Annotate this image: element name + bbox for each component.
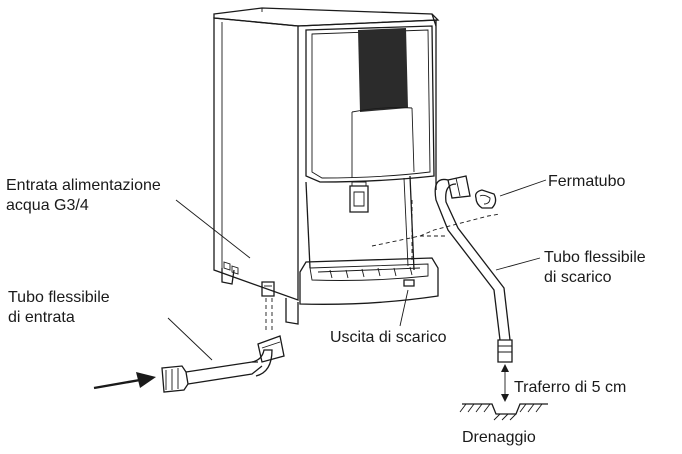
- leader-lines: [167, 179, 547, 361]
- drain-hose: [434, 175, 513, 363]
- label-air-gap: Traferro di 5 cm: [514, 379, 627, 396]
- label-drain-hose: Tubo flessibile di scarico: [544, 248, 646, 288]
- water-inlet-fitting: [261, 281, 275, 330]
- drip-tray: [299, 257, 439, 305]
- label-water-inlet-line1: Entrata alimentazione: [6, 177, 161, 194]
- dispenser-cabinet: [213, 7, 440, 301]
- label-drain-hose-line1: Tubo flessibile: [544, 249, 646, 266]
- label-water-inlet: Entrata alimentazione acqua G3/4: [6, 176, 161, 216]
- label-water-inlet-line2: acqua G3/4: [6, 197, 89, 214]
- drain-guide-lines: [371, 200, 501, 260]
- display-window: [358, 28, 408, 112]
- air-gap-marker: [501, 364, 509, 402]
- label-drain: Drenaggio: [462, 429, 536, 446]
- feet: [221, 261, 299, 325]
- drain-basin: [459, 403, 548, 421]
- inlet-hose: [161, 335, 285, 393]
- dispensing-area: [305, 175, 415, 271]
- label-drain-hose-line2: di scarico: [544, 269, 612, 286]
- label-inlet-hose-line1: Tubo flessibile: [8, 289, 110, 306]
- label-hose-clamp: Fermatubo: [548, 173, 626, 190]
- label-inlet-hose-line2: di entrata: [8, 309, 75, 326]
- label-inlet-hose: Tubo flessibile di entrata: [8, 288, 110, 328]
- hose-clamp-icon: [474, 189, 497, 209]
- inlet-arrow-icon: [93, 372, 156, 390]
- label-drain-outlet: Uscita di scarico: [330, 329, 447, 346]
- dispenser-front-panel: [305, 25, 435, 183]
